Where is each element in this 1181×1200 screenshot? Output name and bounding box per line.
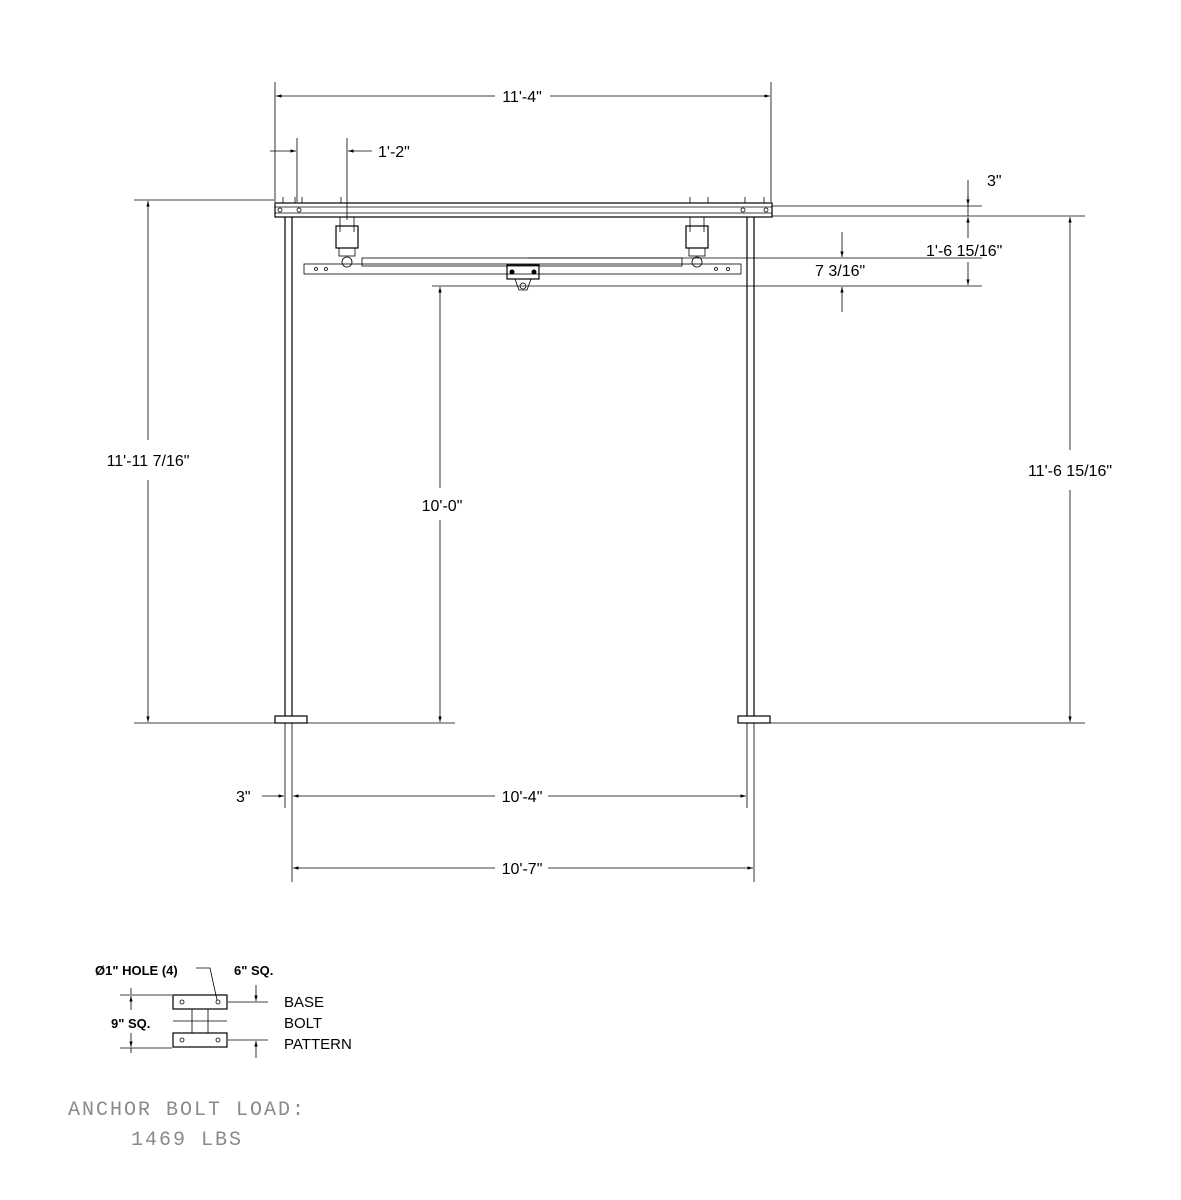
base-plate-bottom [172,1032,228,1048]
right-trolley [685,217,709,268]
bolt-hole [215,999,221,1005]
right-post [737,217,771,724]
base-bolt-pattern-detail: Ø1" HOLE (4) 6" SQ. 9" SQ. BASE BOLT PAT… [95,963,352,1058]
anchor-bolt-note: ANCHOR BOLT LOAD: 1469 LBS [68,1099,306,1152]
detail-title-line-3: PATTERN [284,1036,352,1053]
beam-depth-label: 3" [987,173,1002,190]
base-plate-top [172,994,228,1010]
bolt-hole [179,1037,185,1043]
detail-title-line-1: BASE [284,994,324,1011]
bolt-spacing-label: 6" SQ. [234,963,273,978]
overall-height-label: 11'-11 7/16" [107,453,190,470]
gantry-frame [274,197,773,724]
beam-to-hook-label: 1'-6 15/16" [926,243,1002,260]
dimension-lines [134,82,1085,882]
hoist-drop-label: 7 3/16" [815,263,865,280]
anchor-bolt-value: 1469 LBS [131,1129,243,1152]
anchor-bolt-label: ANCHOR BOLT LOAD: [68,1099,306,1122]
underbeam-height-label: 11'-6 15/16" [1028,463,1112,480]
end-offset-label: 1'-2" [378,144,410,161]
inside-span-label: 10'-4" [502,789,543,806]
bolt-hole [179,999,185,1005]
dimension-labels: 11'-4" 1'-2" 3" 1'-6 15/16" 7 3/16" 11'-… [107,89,1112,878]
overall-width-label: 11'-4" [502,89,542,106]
post-width-label: 3" [236,789,251,806]
detail-title-line-2: BOLT [284,1015,322,1032]
bolt-hole [215,1037,221,1043]
post-centers-label: 10'-7" [502,861,543,878]
top-beam [274,197,773,218]
hoist-rail [303,257,742,275]
hook-height-label: 10'-0" [422,498,463,515]
hole-callout-label: Ø1" HOLE (4) [95,963,178,978]
left-post [274,217,308,724]
left-trolley [335,217,359,268]
plate-size-label: 9" SQ. [111,1016,150,1031]
